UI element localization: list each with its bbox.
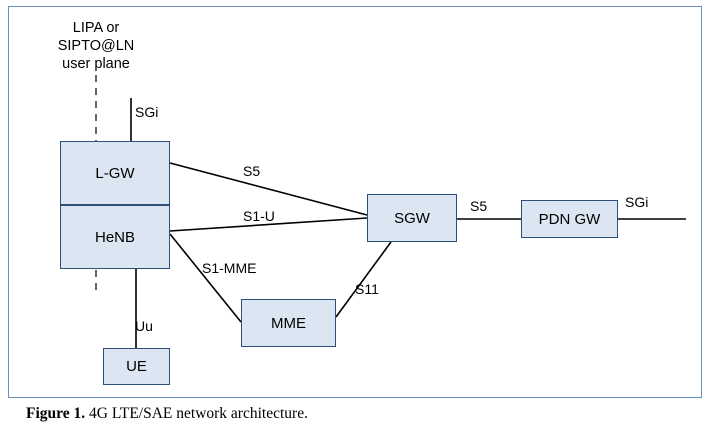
annotation-line-2: SIPTO@LN [57, 38, 135, 54]
node-sgw-label: SGW [394, 209, 430, 227]
link-label-s5-sgw-pdn: S5 [470, 198, 488, 214]
node-pdn-gw: PDN GW [521, 200, 618, 238]
link-s1-u [169, 217, 368, 232]
node-mme: MME [241, 299, 336, 347]
annotation-line-3: user plane [62, 56, 130, 72]
node-ue: UE [103, 348, 170, 385]
node-pdn-gw-label: PDN GW [538, 210, 601, 228]
link-label-uu: Uu [135, 318, 153, 334]
link-s1-mme [169, 233, 242, 323]
figure-caption-text: 4G LTE/SAE network architecture. [85, 405, 308, 422]
link-s5-lgw-sgw [169, 162, 368, 216]
figure-caption-label: Figure 1. [26, 405, 86, 422]
link-label-sgi-pdn: SGi [625, 194, 649, 210]
node-mme-label: MME [271, 314, 306, 332]
figure-caption: Figure 1. 4G LTE/SAE network architectur… [26, 405, 308, 423]
lipa-sipto-annotation: LIPA or SIPTO@LN user plane [36, 19, 156, 73]
node-l-gw-label: L-GW [95, 164, 135, 182]
node-l-gw: L-GW [60, 141, 170, 205]
link-s11 [335, 241, 392, 318]
node-sgw: SGW [367, 194, 457, 242]
link-label-s1-u: S1-U [243, 208, 275, 224]
link-label-sgi-lgw: SGi [135, 104, 159, 120]
link-label-s11: S11 [355, 281, 379, 297]
node-henb: HeNB [60, 205, 170, 269]
link-label-s5-lgw-sgw: S5 [243, 163, 261, 179]
node-ue-label: UE [126, 358, 147, 375]
link-label-s1-mme: S1-MME [202, 260, 257, 276]
annotation-line-1: LIPA or [72, 20, 120, 36]
node-henb-label: HeNB [94, 228, 135, 246]
